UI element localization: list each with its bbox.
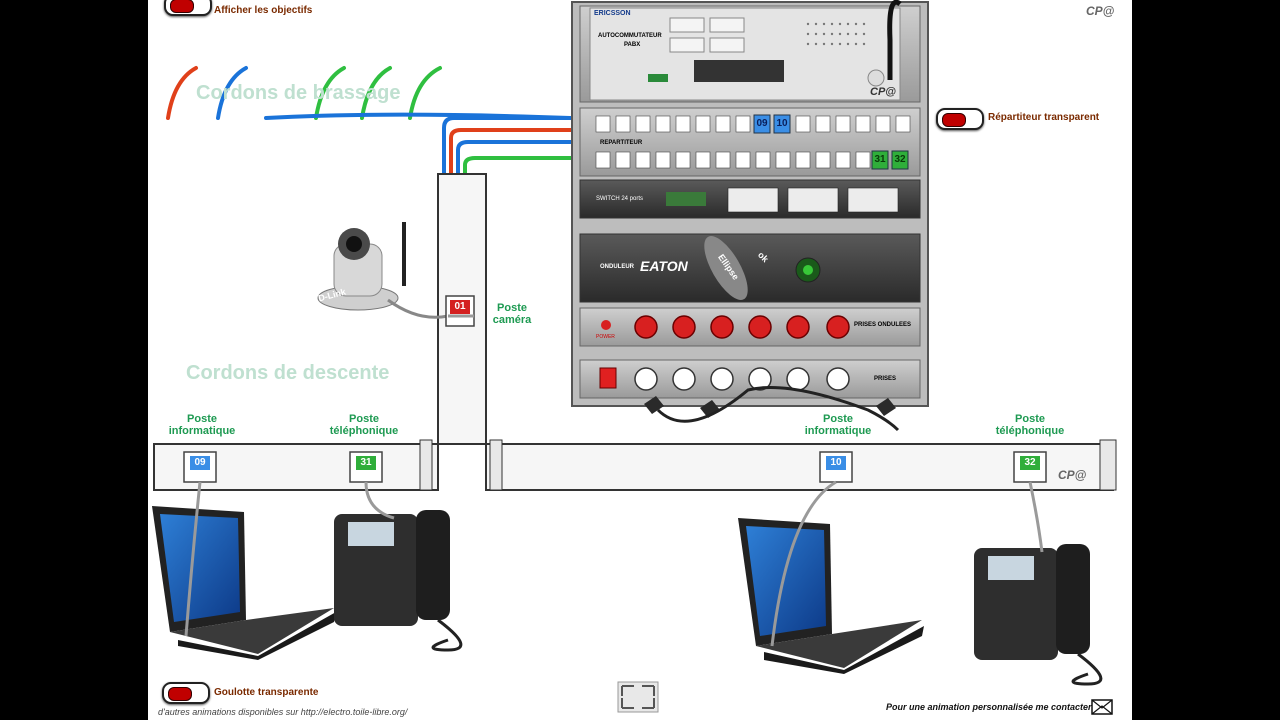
pabx-subtitle: PABX (624, 42, 641, 48)
show-objects-toggle[interactable] (164, 0, 212, 16)
ups-sockets-label: PRISES ONDULEES (854, 322, 912, 328)
phone1-port: 31 (356, 456, 376, 470)
network-diagram (152, 0, 1117, 715)
mail-icon[interactable] (1091, 699, 1113, 715)
phone2-outlet-label: Poste téléphonique (995, 413, 1065, 437)
patch-port-32: 32 (894, 154, 906, 165)
ups-label: ONDULEUR (600, 264, 634, 270)
network-rack (571, 0, 929, 432)
sockets-label: PRISES (874, 376, 897, 382)
ip-phone-icon (974, 544, 1103, 686)
toggle-knob (942, 113, 966, 127)
transparent-patch-panel-toggle[interactable] (936, 108, 984, 130)
laptop-icon (738, 518, 924, 674)
top-logo: CP@ (1086, 4, 1115, 18)
phone1-outlet-label: Poste téléphonique (329, 413, 399, 437)
animation-stage: ERICSSON AUTOCOMMUTATEUR PABX REPARTITEU… (148, 0, 1132, 720)
trunk-logo: CP@ (1058, 468, 1087, 482)
transparent-trunking-label: Goulotte transparente (214, 687, 319, 698)
toggle-knob (170, 0, 194, 13)
drop-cords (184, 314, 1044, 647)
camera-outlet-label: Poste caméra (492, 302, 532, 326)
pc2-port: 10 (826, 456, 846, 470)
show-objects-label: Afficher les objectifs (214, 5, 313, 16)
pc1-port: 09 (190, 456, 210, 470)
patch-cords-title: Cordons de brassage (196, 82, 401, 104)
camera-port: 01 (450, 300, 470, 314)
patch-port-10: 10 (776, 118, 788, 129)
ups-brand: EATON (640, 258, 688, 274)
rack-logo: CP@ (870, 86, 897, 98)
patch-panel-title: REPARTITEUR (600, 140, 643, 146)
patch-port-31: 31 (874, 154, 886, 165)
fullscreen-icon[interactable] (617, 681, 659, 713)
laptop-icon (152, 506, 336, 660)
ip-phone-icon (334, 510, 463, 652)
toggle-knob (168, 687, 192, 701)
transparent-trunking-toggle[interactable] (162, 682, 210, 704)
pc2-outlet-label: Poste informatique (804, 413, 872, 437)
pabx-brand: ERICSSON (594, 10, 631, 17)
ip-camera-icon (317, 222, 449, 319)
patch-cords-icon (166, 66, 442, 120)
phone2-port: 32 (1020, 456, 1040, 470)
drop-cords-title: Cordons de descente (186, 362, 390, 384)
footer-link-text[interactable]: d'autres animations disponibles sur http… (158, 707, 408, 717)
pabx-title: AUTOCOMMUTATEUR (598, 33, 662, 39)
patch-port-09: 09 (756, 118, 768, 129)
switch-label: SWITCH 24 ports (596, 196, 644, 202)
power-label: POWER (596, 334, 615, 340)
contact-text[interactable]: Pour une animation personnalisée me cont… (886, 702, 1092, 712)
transparent-patch-panel-label: Répartiteur transparent (988, 112, 1100, 123)
pc1-outlet-label: Poste informatique (168, 413, 236, 437)
